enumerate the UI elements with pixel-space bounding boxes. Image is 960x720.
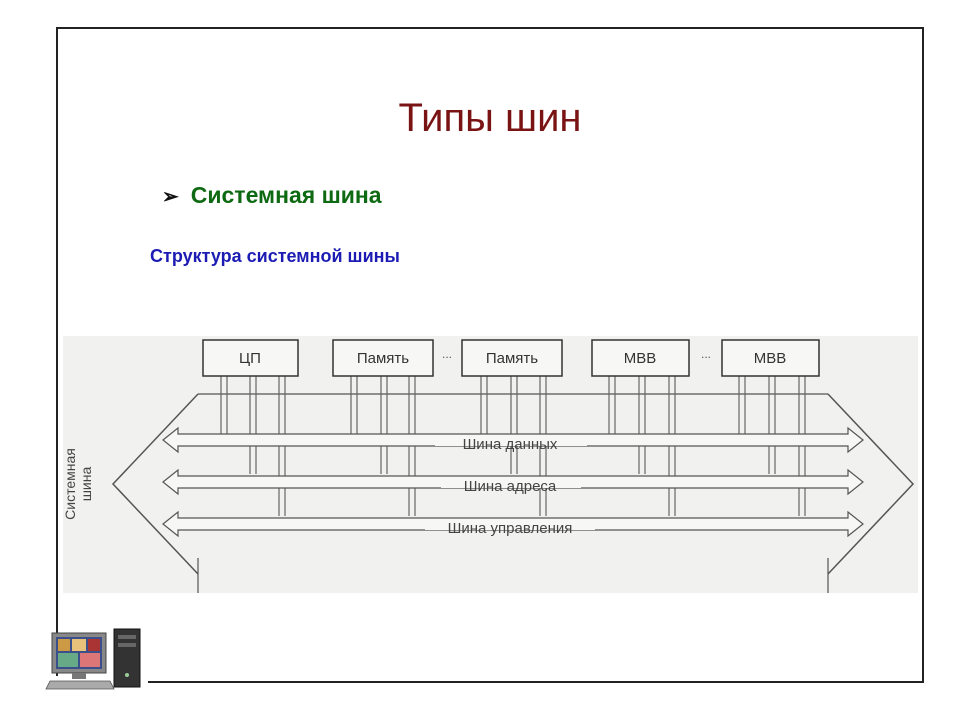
system-bus-right-head — [827, 393, 915, 575]
module-memory-1: Память — [332, 339, 434, 377]
system-bus-diagram: Системная шина Шина данных Шина адреса Ш — [63, 336, 918, 593]
bus-address: Шина адреса — [162, 468, 864, 496]
bullet-arrow-icon: ➢ — [162, 186, 179, 208]
bullet-text: Системная шина — [190, 182, 382, 208]
ellipsis-2: ... — [701, 347, 711, 361]
module-io-1-label: МВВ — [624, 350, 657, 367]
slide-title: Типы шин — [398, 96, 582, 140]
module-memory-2-label: Память — [486, 350, 538, 367]
bullet-item: ➢ Системная шина — [162, 182, 382, 209]
module-memory-2: Память — [461, 339, 563, 377]
system-bus-bottom-gap — [198, 558, 828, 588]
module-memory-1-label: Память — [357, 350, 409, 367]
module-cpu: ЦП — [202, 339, 299, 377]
bus-address-label: Шина адреса — [464, 478, 557, 495]
slide-frame — [56, 27, 924, 683]
module-io-2-label: МВВ — [754, 350, 787, 367]
bus-data-label: Шина данных — [463, 436, 558, 453]
system-bus-side-label-1: Системная — [63, 448, 78, 520]
system-bus-left-head — [111, 393, 199, 575]
system-bus-side-label-2: шина — [78, 467, 94, 502]
bus-control: Шина управления — [162, 510, 864, 538]
bus-control-label: Шина управления — [448, 520, 573, 537]
diagram-subtitle: Структура системной шины — [150, 246, 400, 266]
module-io-2: МВВ — [721, 339, 820, 377]
computer-icon — [45, 628, 141, 690]
module-cpu-label: ЦП — [239, 350, 261, 367]
ellipsis-1: ... — [442, 347, 452, 361]
bus-data: Шина данных — [162, 426, 864, 454]
module-io-1: МВВ — [591, 339, 690, 377]
